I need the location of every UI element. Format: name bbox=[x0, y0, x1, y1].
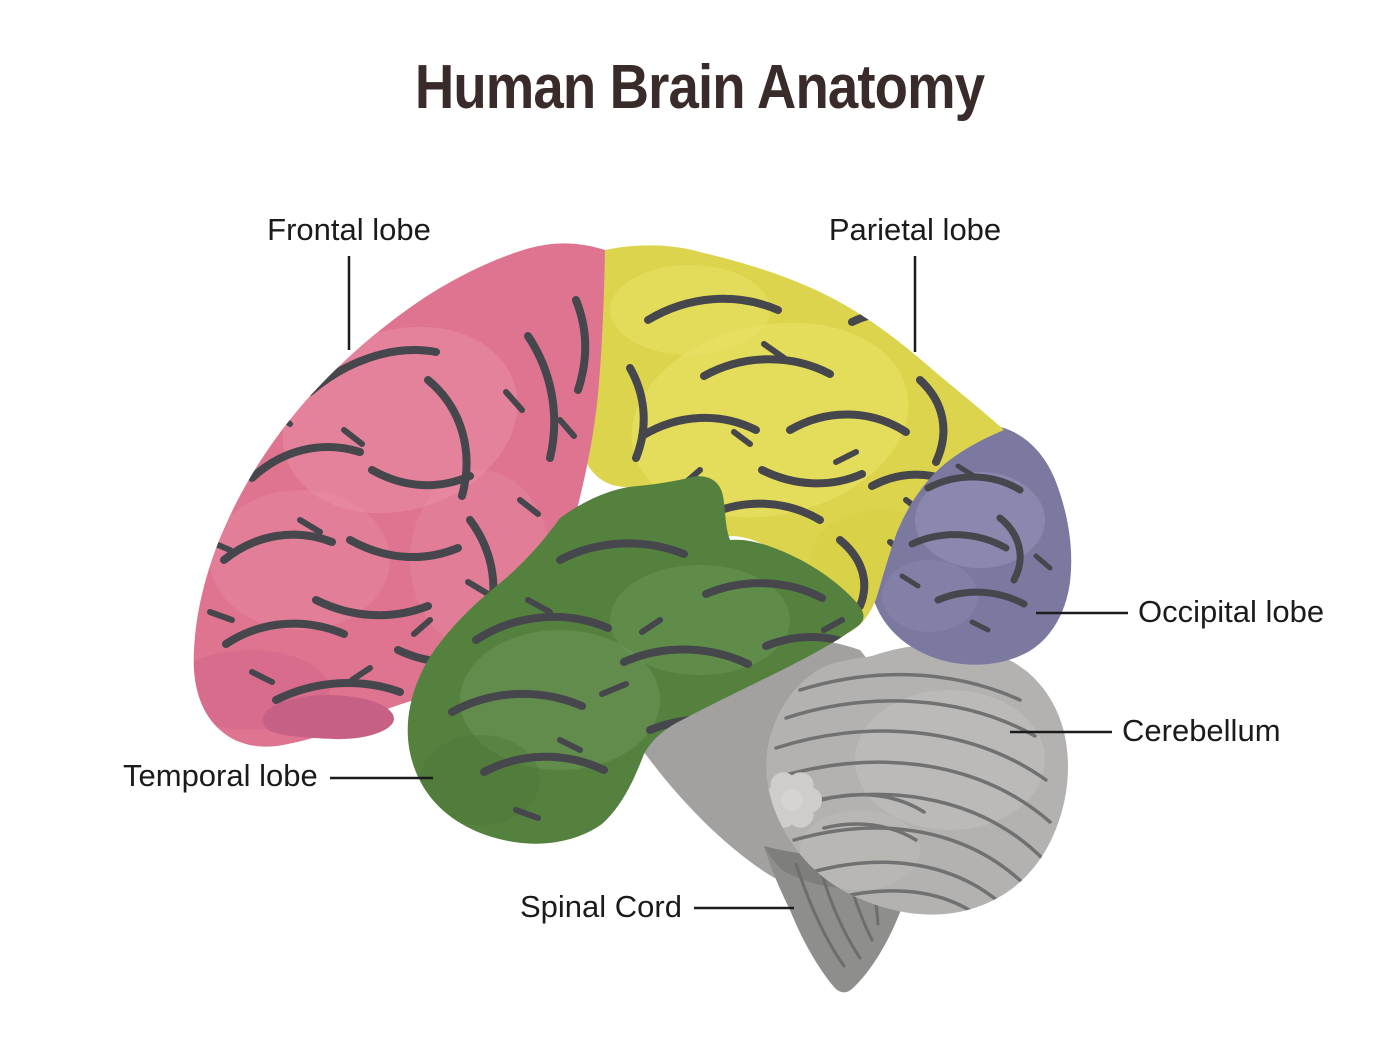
occipital-lobe-label: Occipital lobe bbox=[1138, 594, 1325, 629]
frontal-lobe-label: Frontal lobe bbox=[267, 212, 431, 247]
spinal-cord-label: Spinal Cord bbox=[520, 889, 682, 924]
frontal-lobe-curl bbox=[263, 695, 394, 740]
cerebellum bbox=[766, 644, 1069, 915]
cerebellum-texture bbox=[766, 672, 1052, 915]
cerebellum-label: Cerebellum bbox=[1122, 713, 1281, 748]
page-title: Human Brain Anatomy bbox=[415, 53, 985, 122]
temporal-lobe bbox=[407, 476, 864, 844]
occipital-lobe bbox=[868, 425, 1072, 665]
parietal-lobe-label: Parietal lobe bbox=[828, 212, 1002, 247]
leader-lines bbox=[330, 256, 1128, 910]
occipital-sulci bbox=[882, 463, 1053, 633]
temporal-lobe-label: Temporal lobe bbox=[123, 758, 318, 793]
temporal-sulci bbox=[420, 539, 858, 825]
